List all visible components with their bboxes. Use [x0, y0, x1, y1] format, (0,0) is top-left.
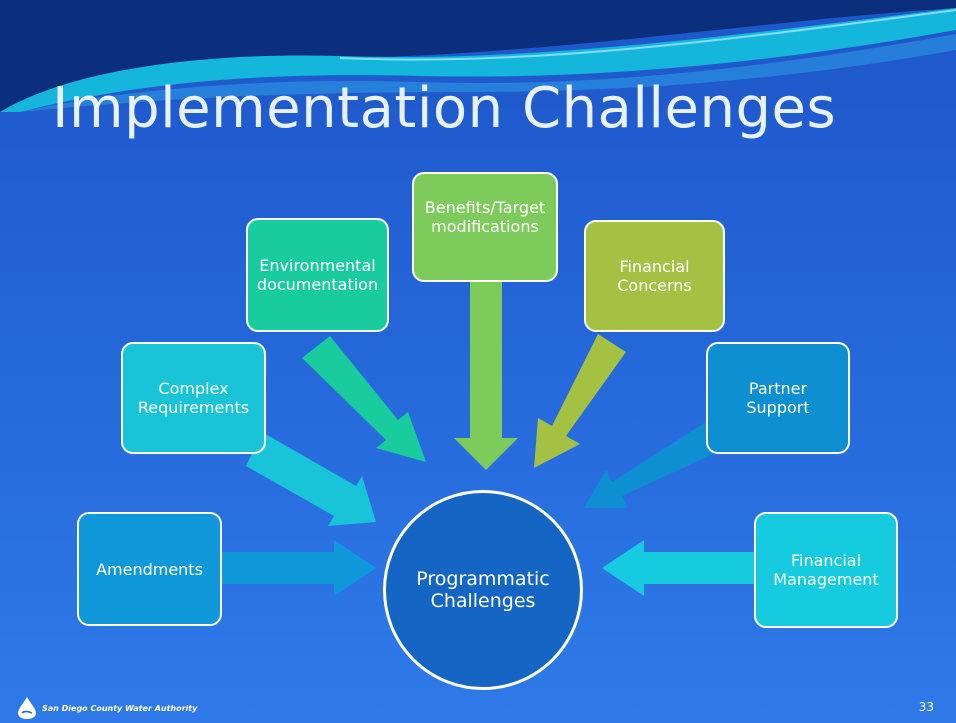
top-band — [0, 0, 956, 112]
arrow-benefits-target — [454, 282, 518, 470]
wave-light — [20, 34, 956, 112]
node-partner-support: Partner Support — [706, 342, 850, 454]
node-benefits-target-modifications: Benefits/Target modifications — [412, 172, 558, 282]
node-complex-requirements: Complex Requirements — [121, 342, 266, 454]
arrow-financial-concerns — [534, 334, 626, 468]
wave-cyan — [0, 8, 956, 112]
node-financial-management: Financial Management — [754, 512, 898, 628]
arrow-complex-requirements — [246, 432, 376, 526]
node-environmental-documentation: Environmental documentation — [246, 218, 389, 332]
water-drop-logo-icon — [18, 697, 36, 719]
node-amendments: Amendments — [77, 512, 222, 626]
node-financial-concerns: Financial Concerns — [584, 220, 725, 332]
page-number: 33 — [918, 700, 934, 714]
arrow-partner-support — [584, 422, 722, 508]
arrow-amendments — [222, 540, 376, 596]
arrow-financial-management — [602, 540, 754, 596]
wave-highlight — [339, 9, 956, 61]
slide-title: Implementation Challenges — [52, 76, 837, 141]
center-node-programmatic-challenges: Programmatic Challenges — [383, 490, 583, 690]
arrow-environmental-documentation — [302, 336, 426, 462]
footer-organization: San Diego County Water Authority — [42, 704, 198, 713]
